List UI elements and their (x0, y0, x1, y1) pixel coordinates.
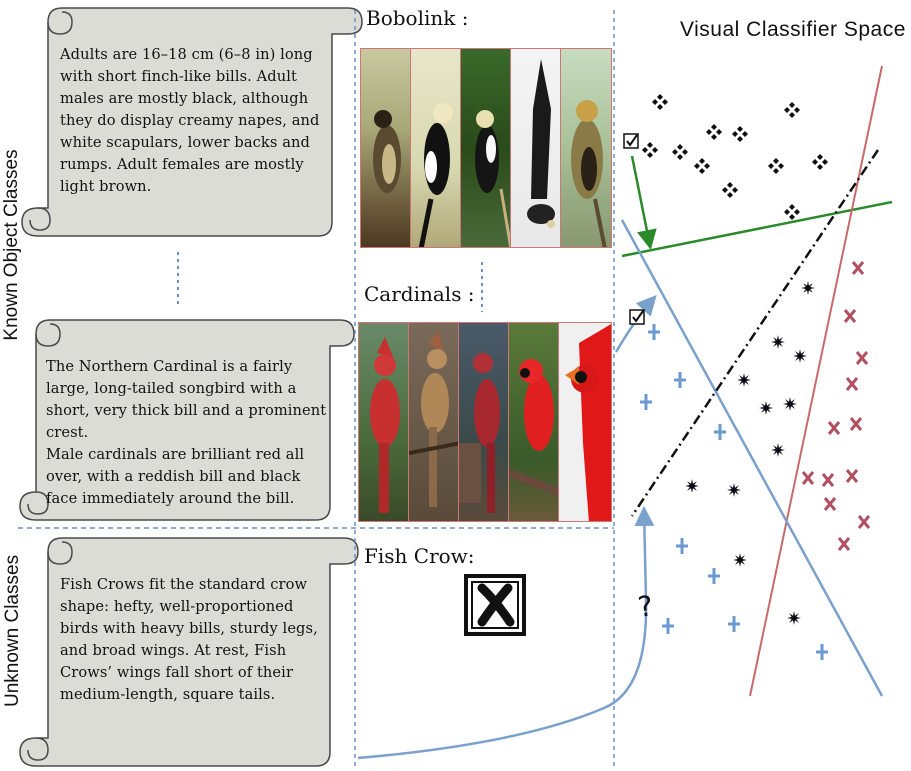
scroll-bobolink (21, 7, 363, 237)
bobolink-photo-2 (410, 48, 462, 248)
cardinal-photo-2 (408, 322, 460, 522)
cardinal-description: The Northern Cardinal is a fairly large,… (46, 358, 327, 507)
x-box-icon (464, 574, 526, 636)
visual-classifier-space-title: Visual Classifier Space (680, 18, 906, 41)
bobolink-photo-1 (360, 48, 412, 248)
cardinal-photo-3 (458, 322, 510, 522)
bobolink-photo-5 (560, 48, 612, 248)
scroll-cardinal (19, 319, 355, 521)
bobolink-description: Adults are 16–18 cm (6–8 in) long with s… (60, 46, 320, 195)
scroll-fish-crow (19, 537, 359, 767)
bobolink-photo-3 (460, 48, 512, 248)
bobolink-title: Bobolink : (366, 6, 469, 30)
cardinals-title: Cardinals : (364, 282, 475, 306)
cardinal-photo-1 (358, 322, 410, 522)
cardinal-photo-5 (558, 322, 612, 522)
cardinal-photo-4 (508, 322, 560, 522)
fish-crow-description: Fish Crows fit the standard crow shape: … (60, 576, 318, 703)
fish-crow-title: Fish Crow: (364, 544, 475, 568)
bobolink-photo-4 (510, 48, 562, 248)
